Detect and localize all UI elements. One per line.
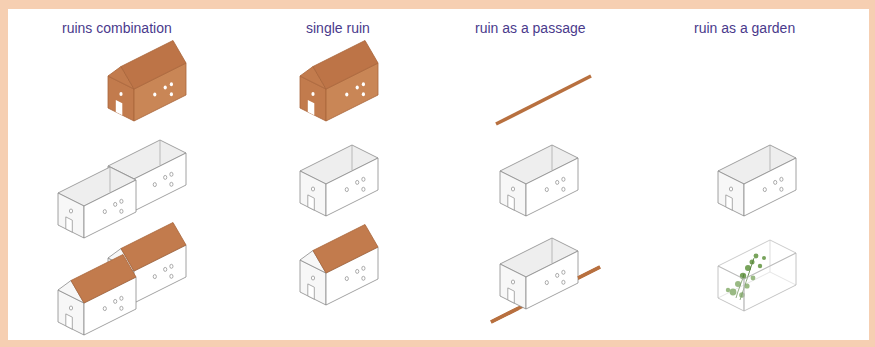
column-heading: ruin as a passage [475, 20, 586, 36]
passage-plank [578, 267, 600, 278]
ruin-shell [58, 167, 136, 238]
brick-house [300, 41, 378, 122]
ruin-shell [718, 145, 796, 216]
ruin-shell [300, 145, 378, 216]
column-heading: ruins combination [62, 20, 172, 36]
ruin-shell [500, 145, 578, 216]
brick-house [108, 41, 186, 122]
column-heading: ruin as a garden [694, 20, 795, 36]
passage-plank [496, 76, 591, 124]
roofed-ruin [58, 255, 136, 336]
garden-ruin [718, 240, 796, 311]
column-heading: single ruin [306, 20, 370, 36]
ruin-shell [500, 238, 578, 309]
passage-plank [491, 309, 518, 323]
roofed-ruin [300, 225, 378, 306]
